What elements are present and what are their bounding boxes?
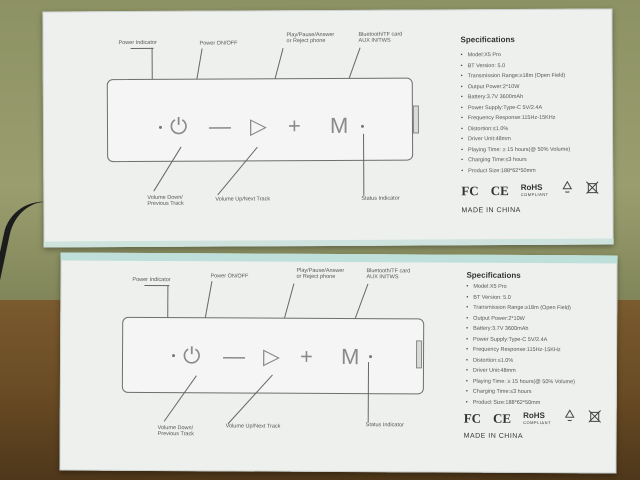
- spec-item: Distortion:≤1.0%: [466, 355, 575, 366]
- fcc-logo: FC: [463, 410, 482, 426]
- spec-item: Output Power:2*10W: [466, 313, 575, 324]
- rohs-compliant-text: COMPLIANT: [520, 191, 549, 197]
- made-in-china-label: MADE IN CHINA: [463, 432, 524, 440]
- usb-port: [412, 105, 420, 134]
- spec-item: Transmission Range:≥18m (Open Field): [461, 71, 570, 82]
- power-indicator-dot: [158, 125, 163, 129]
- mode-icon: M: [329, 112, 349, 138]
- play-icon: ▷: [249, 113, 267, 139]
- callout-bluetooth: Bluetooth/TF card AUX IN/TWS: [366, 268, 410, 280]
- mode-icon: M: [340, 344, 360, 370]
- spec-item: Product Size:188*62*50mm: [466, 397, 575, 408]
- specs-title: Specifications: [466, 270, 521, 280]
- callout-vol-down-line2: Previous Track: [157, 431, 195, 438]
- recycle-icon: [561, 180, 575, 200]
- spec-item: Output Power:2*10W: [461, 81, 570, 92]
- leader-line: [130, 47, 154, 50]
- callout-power-indicator: Power Indicator: [118, 39, 157, 47]
- play-icon: ▷: [262, 343, 281, 369]
- made-in-china-label: MADE IN CHINA: [461, 206, 521, 215]
- spec-item: Frequency Response:115Hz-15KHz: [466, 345, 575, 356]
- weee-bin-icon: [586, 181, 599, 200]
- spec-item: BT Version: 5.0: [466, 292, 575, 303]
- leader-line: [367, 362, 370, 423]
- usb-port: [415, 340, 423, 369]
- spec-item: Playing Time: ≥ 15 hours(@ 50% Volume): [461, 144, 570, 155]
- callout-play-line2: or Reject phone: [286, 38, 326, 45]
- plus-icon: +: [299, 343, 313, 369]
- spec-item: Frequency Response:115Hz-15KHz: [461, 113, 570, 124]
- box-top-edge: [60, 252, 618, 264]
- speaker-box-top: Power Indicator Power ON/OFF Play/Pause/…: [42, 8, 614, 248]
- power-indicator-dot: [172, 354, 176, 358]
- callout-vol-down-line2: Previous Track: [147, 200, 184, 207]
- spec-item: Model:X5 Pro: [461, 50, 570, 61]
- minus-icon: —: [222, 343, 246, 369]
- spec-item: Power Supply:Type-C 5V/2.4A: [466, 334, 575, 345]
- callout-volume-up: Volume Up/Next Track: [225, 423, 281, 430]
- callout-bt-line2: AUX IN/TWS: [358, 37, 391, 44]
- speaker-box-bottom: Power Indicator Power ON/OFF Play/Pause/…: [59, 252, 618, 474]
- callout-power-onoff: Power ON/OFF: [210, 273, 249, 280]
- callout-bluetooth: Bluetooth/TF card AUX IN/TWS: [358, 32, 402, 44]
- spec-item: Charging Time:≤3 hours: [466, 387, 575, 398]
- power-icon: ⏻: [169, 113, 188, 139]
- spec-item: Battery:3.7V 3600mAh: [466, 324, 575, 335]
- callout-status-indicator: Status Indicator: [361, 195, 400, 202]
- plus-icon: +: [287, 113, 301, 139]
- callout-power-onoff: Power ON/OFF: [199, 40, 238, 47]
- spec-item: Transmission Range:≥18m (Open Field): [466, 303, 575, 314]
- leader-line: [144, 284, 170, 287]
- specs-list: Model:X5 Pro BT Version: 5.0 Transmissio…: [466, 282, 576, 409]
- rohs-compliant-text: COMPLIANT: [523, 419, 551, 425]
- callout-power-indicator: Power Indicator: [132, 276, 171, 284]
- status-indicator-dot: [369, 355, 373, 359]
- spec-item: Distortion:≤1.0%: [461, 123, 570, 134]
- spec-item: Charging Time:≤3 hours: [461, 155, 570, 166]
- minus-icon: —: [208, 113, 232, 139]
- speaker-diagram: ⏻ — ▷ + M: [106, 77, 414, 163]
- callout-volume-up: Volume Up/Next Track: [215, 196, 271, 203]
- callout-play-pause: Play/Pause/Answer or Reject phone: [286, 32, 334, 44]
- callout-play-pause: Play/Pause/Answer or Reject phone: [296, 268, 344, 280]
- spec-item: Driver Unit:48mm: [466, 366, 575, 377]
- spec-item: Driver Unit:48mm: [461, 134, 570, 145]
- power-icon: ⏻: [182, 343, 201, 369]
- spec-item: Playing Time: ≥ 15 hours(@ 50% Volume): [466, 376, 575, 387]
- fcc-logo: FC: [461, 182, 479, 198]
- spec-item: Battery:3.7V 3600mAh: [461, 92, 570, 103]
- ce-logo: CE: [493, 410, 512, 426]
- ce-logo: CE: [490, 182, 509, 198]
- callout-volume-down: Volume Down/ Previous Track: [158, 425, 194, 437]
- speaker-diagram: ⏻ — ▷ + M: [121, 316, 425, 395]
- callout-volume-down: Volume Down/ Previous Track: [147, 195, 183, 207]
- spec-item: Power Supply:Type-C 5V/2.4A: [461, 102, 570, 113]
- specs-list: Model:X5 Pro BT Version: 5.0 Transmissio…: [461, 50, 571, 177]
- callout-bt-line2: AUX IN/TWS: [366, 274, 399, 281]
- spec-item: Product Size:188*62*50mm: [461, 165, 570, 176]
- weee-bin-icon: [588, 409, 602, 428]
- specs-title: Specifications: [460, 35, 515, 45]
- spec-item: Model:X5 Pro: [466, 282, 575, 293]
- recycle-icon: [563, 409, 577, 428]
- status-indicator-dot: [360, 124, 364, 128]
- callout-status-indicator: Status Indicator: [365, 422, 404, 429]
- callout-play-line2: or Reject phone: [296, 273, 336, 280]
- spec-item: BT Version: 5.0: [461, 60, 570, 71]
